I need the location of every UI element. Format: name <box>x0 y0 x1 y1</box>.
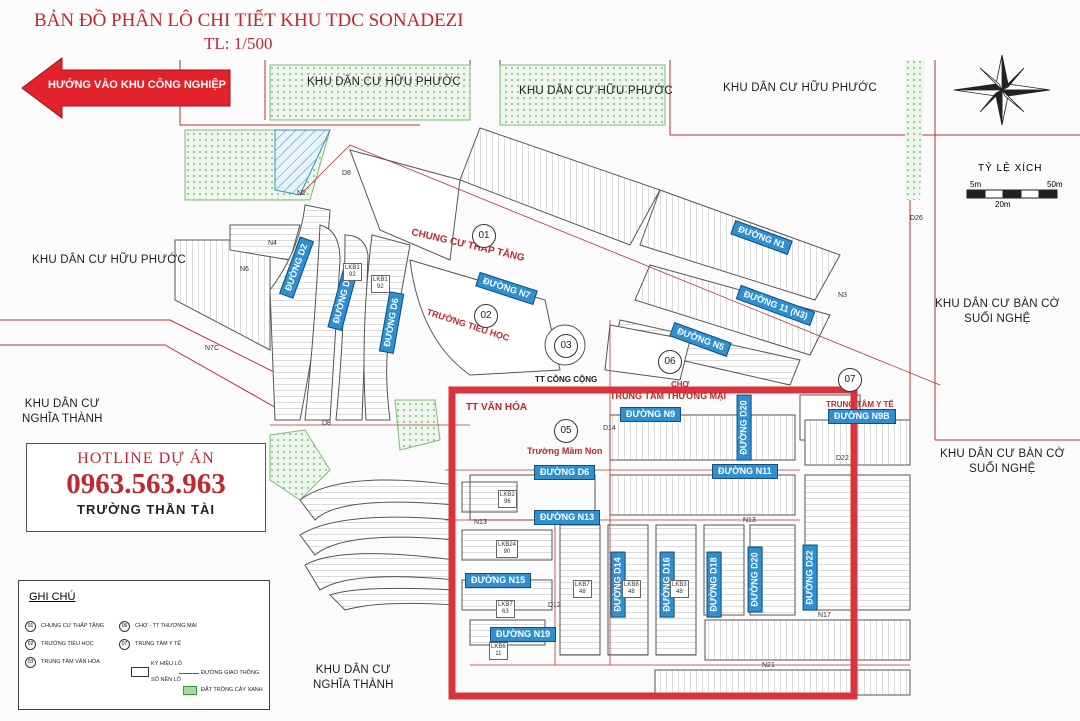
label-tt-thuong-mai: TRUNG TÂM THƯƠNG MẠI <box>610 391 727 401</box>
legend-title: GHI CHÚ <box>29 591 76 603</box>
hotline-name: TRƯỜNG THẦN TÀI <box>77 502 215 517</box>
legend-road-swatch <box>179 673 199 674</box>
marker-02: 02 <box>474 304 498 328</box>
marker-05: 05 <box>554 419 578 443</box>
code-n4: N4 <box>268 240 277 247</box>
code-d14: D14 <box>603 425 616 432</box>
legend-code: 06 <box>119 621 130 632</box>
scale-bar-right: 50m <box>1047 180 1063 189</box>
road-n19: ĐƯỜNG N19 <box>490 627 557 642</box>
lot-tag: LKB3 48 <box>670 580 689 598</box>
legend-lot-swatch <box>131 667 149 677</box>
road-n11: ĐƯỜNG N11 <box>712 464 778 479</box>
map-title: BẢN ĐỒ PHÂN LÔ CHI TIẾT KHU TDC SONADEZI <box>34 10 464 31</box>
legend-text: CHỢ - TT THƯƠNG MẠI <box>135 623 197 629</box>
marker-07: 07 <box>838 368 862 392</box>
code-n7c: N7C <box>205 345 220 352</box>
green-areas <box>184 60 925 501</box>
legend-green-swatch <box>183 686 197 695</box>
legend-code: 02 <box>25 639 36 650</box>
lot-tag: LKB1 92 <box>343 263 362 281</box>
lot-tag: LKB2 96 <box>498 490 517 508</box>
area-huu-phuoc-2: KHU DÂN CƯ HỮU PHƯỚC <box>519 85 673 97</box>
area-huu-phuoc-1: KHU DÂN CƯ HỮU PHƯỚC <box>307 76 461 88</box>
hotline-label: HOTLINE DỰ ÁN <box>77 450 215 467</box>
code-n2: N2 <box>297 190 306 197</box>
lot-tag: LKB24 90 <box>496 540 519 558</box>
legend-code: 01 <box>25 621 36 632</box>
residential-blocks-west <box>174 204 411 421</box>
label-cho: CHỢ <box>671 380 690 389</box>
legend-giaothong: ĐƯỜNG GIAO THÔNG <box>201 670 260 676</box>
legend-sonen: SỐ NỀN LÔ <box>151 677 181 683</box>
road-d20-bottom: ĐƯỜNG D20 <box>747 546 763 613</box>
lot-tag: LKB6 11 <box>489 642 508 660</box>
legend-text: CHUNG CƯ THẤP TẦNG <box>41 623 105 629</box>
area-ban-co-2: KHU DÂN CƯ BÀN CỜ SUỐI NGHỆ <box>940 448 1065 475</box>
lot-tag: LKB8 48 <box>622 580 641 598</box>
label-tt-van-hoa: TT VĂN HÓA <box>466 402 528 413</box>
lot-tag: LKB1 92 <box>371 275 390 293</box>
hotline-phone[interactable]: 0963.563.963 <box>66 468 226 500</box>
code-d12: D12 <box>548 602 561 609</box>
direction-arrow-label: HƯỚNG VÀO KHU CÔNG NGHIỆP <box>48 79 227 91</box>
scale-bar-graphic <box>966 189 1058 199</box>
legend-text: TRUNG TÂM Y TẾ <box>135 641 182 647</box>
highlighted-zone <box>448 386 858 700</box>
scale-bar-title: TỶ LỆ XÍCH <box>978 163 1043 174</box>
legend-code: 03 <box>25 657 36 668</box>
code-n6: N6 <box>240 266 249 273</box>
code-d22: D22 <box>836 455 849 462</box>
area-ban-co-1: KHU DÂN CƯ BÀN CỜ SUỐI NGHỆ <box>935 298 1060 325</box>
area-huu-phuoc-3: KHU DÂN CƯ HỮU PHƯỚC <box>723 82 877 94</box>
code-d8b: D8 <box>342 170 351 177</box>
legend-box: GHI CHÚ 01 CHUNG CƯ THẤP TẦNG 02 TRƯỜNG … <box>18 580 270 710</box>
road-d18: ĐƯỜNG D18 <box>706 551 722 618</box>
marker-03: 03 <box>554 334 578 358</box>
marker-01: 01 <box>472 224 496 248</box>
scale-bar-left: 5m <box>970 180 982 189</box>
map-scale: TL: 1/500 <box>204 34 273 53</box>
code-n21: N21 <box>762 662 775 669</box>
code-n3: N3 <box>838 292 847 299</box>
code-n13b: N13 <box>743 517 756 524</box>
residential-curves-south <box>299 479 456 611</box>
road-n13: ĐƯỜNG N13 <box>534 510 601 525</box>
legend-text: TRUNG TÂM VĂN HÓA <box>41 659 100 665</box>
hotline-box: HOTLINE DỰ ÁN 0963.563.963 TRƯỜNG THẦN T… <box>26 443 266 532</box>
lot-tag: LKB7 48 <box>573 580 592 598</box>
legend-kyhieu: KÝ HIỆU LÔ <box>151 661 182 667</box>
compass-rose <box>953 54 1051 126</box>
code-d26: D26 <box>910 215 923 222</box>
lot-tag: LKB7 63 <box>496 600 515 618</box>
code-n17: N17 <box>818 612 831 619</box>
code-n13a: N13 <box>474 519 487 526</box>
road-n15: ĐƯỜNG N15 <box>465 573 532 588</box>
label-tt-y-te: TRUNG TÂM Y TẾ <box>826 400 894 409</box>
marker-06: 06 <box>658 350 682 374</box>
road-n9b: ĐƯỜNG N9B <box>828 409 896 424</box>
area-huu-phuoc-4: KHU DÂN CƯ HỮU PHƯỚC <box>32 254 186 266</box>
label-truong-mam-non: Trường Mầm Non <box>527 446 603 456</box>
road-d6: ĐƯỜNG D6 <box>534 465 596 480</box>
scale-bar-bottom: 20m <box>995 200 1011 209</box>
road-d20-top: ĐƯỜNG D20 <box>736 394 752 461</box>
direction-arrow <box>21 57 231 119</box>
area-nghia-thanh-2: KHU DÂN CƯ NGHĨA THÀNH <box>313 664 394 691</box>
road-d22: ĐƯỜNG D22 <box>802 544 818 611</box>
label-tt-cong-cong: TT CÔNG CỘNG <box>535 375 598 384</box>
legend-text: TRƯỜNG TIỂU HỌC <box>41 641 94 647</box>
area-nghia-thanh-1: KHU DÂN CƯ NGHĨA THÀNH <box>22 398 103 425</box>
road-n9: ĐƯỜNG N9 <box>620 407 682 422</box>
legend-code: 07 <box>119 639 130 650</box>
code-d8: D8 <box>322 420 331 427</box>
legend-cayxanh: ĐẤT TRỒNG CÂY XANH <box>201 687 263 693</box>
